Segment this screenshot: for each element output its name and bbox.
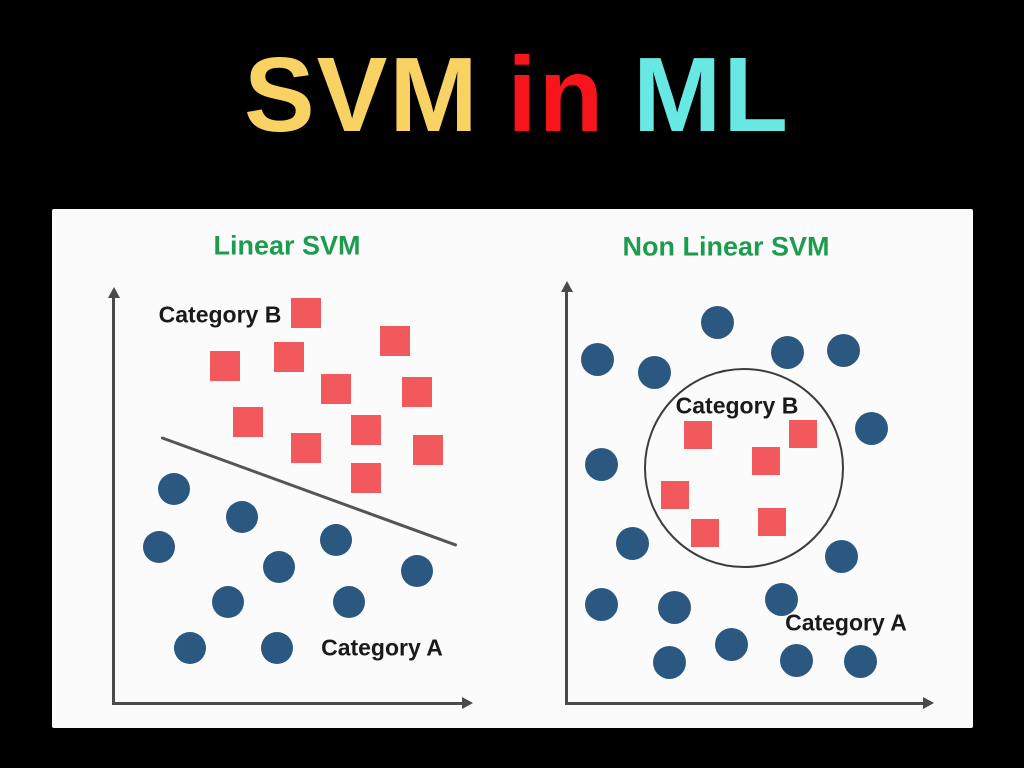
category-b-point bbox=[291, 298, 321, 328]
nonlinear-svm-shapes-layer bbox=[52, 209, 973, 728]
category-b-point bbox=[413, 435, 443, 465]
nonlinear-category-a-label: Category A bbox=[785, 609, 907, 636]
nonlinear-category-b-label: Category B bbox=[675, 392, 799, 419]
category-a-point bbox=[657, 590, 691, 624]
category-b-point bbox=[321, 374, 351, 404]
category-b-point bbox=[233, 407, 263, 437]
category-a-point bbox=[854, 411, 888, 445]
category-a-point bbox=[700, 305, 734, 339]
category-b-point bbox=[274, 342, 304, 372]
category-b-point bbox=[380, 326, 410, 356]
linear-category-a-label: Category A bbox=[321, 634, 443, 661]
title-word-ml: ML bbox=[632, 36, 791, 154]
category-a-point bbox=[584, 447, 618, 481]
nonlinear-y-axis-arrow-icon bbox=[561, 281, 573, 292]
category-b-boundary-circle bbox=[644, 368, 844, 568]
category-b-point bbox=[661, 481, 689, 509]
nonlinear-y-axis bbox=[565, 291, 568, 704]
nonlinear-x-axis-arrow-icon bbox=[923, 697, 934, 709]
linear-category-b-label: Category B bbox=[158, 301, 282, 328]
category-a-point bbox=[158, 473, 190, 505]
linear-y-axis-arrow-icon bbox=[108, 287, 120, 298]
category-a-point bbox=[174, 632, 206, 664]
category-a-point bbox=[714, 627, 748, 661]
category-a-point bbox=[333, 586, 365, 618]
category-a-point bbox=[764, 582, 798, 616]
category-a-point bbox=[770, 335, 804, 369]
category-b-point bbox=[210, 351, 240, 381]
category-b-point bbox=[402, 377, 432, 407]
category-b-point bbox=[758, 508, 786, 536]
category-a-point bbox=[212, 586, 244, 618]
category-b-point bbox=[351, 463, 381, 493]
category-a-point bbox=[263, 551, 295, 583]
linear-y-axis bbox=[112, 297, 115, 704]
category-a-point bbox=[637, 355, 671, 389]
category-b-point bbox=[291, 433, 321, 463]
category-a-point bbox=[401, 555, 433, 587]
category-a-point bbox=[584, 587, 618, 621]
category-a-point bbox=[226, 501, 258, 533]
category-a-point bbox=[143, 531, 175, 563]
category-a-point bbox=[824, 539, 858, 573]
category-b-point bbox=[691, 519, 719, 547]
category-b-point bbox=[684, 421, 712, 449]
title-word-svm: SVM bbox=[243, 36, 480, 154]
title-word-in: in bbox=[507, 36, 606, 154]
category-a-point bbox=[779, 643, 813, 677]
category-a-point bbox=[615, 526, 649, 560]
category-b-point bbox=[752, 447, 780, 475]
nonlinear-x-axis bbox=[565, 702, 925, 705]
linear-x-axis bbox=[112, 702, 464, 705]
category-a-point bbox=[652, 645, 686, 679]
category-a-point bbox=[261, 632, 293, 664]
diagram-card: Linear SVM Non Linear SVM Category B Cat… bbox=[52, 209, 973, 728]
linear-svm-panel-title: Linear SVM bbox=[213, 230, 361, 261]
category-a-point bbox=[580, 342, 614, 376]
linear-svm-shapes-layer bbox=[52, 209, 973, 728]
linear-x-axis-arrow-icon bbox=[462, 697, 473, 709]
category-b-point bbox=[789, 420, 817, 448]
category-a-point bbox=[826, 333, 860, 367]
category-b-point bbox=[351, 415, 381, 445]
category-a-point bbox=[320, 524, 352, 556]
category-a-point bbox=[843, 644, 877, 678]
nonlinear-svm-panel-title: Non Linear SVM bbox=[622, 231, 830, 262]
